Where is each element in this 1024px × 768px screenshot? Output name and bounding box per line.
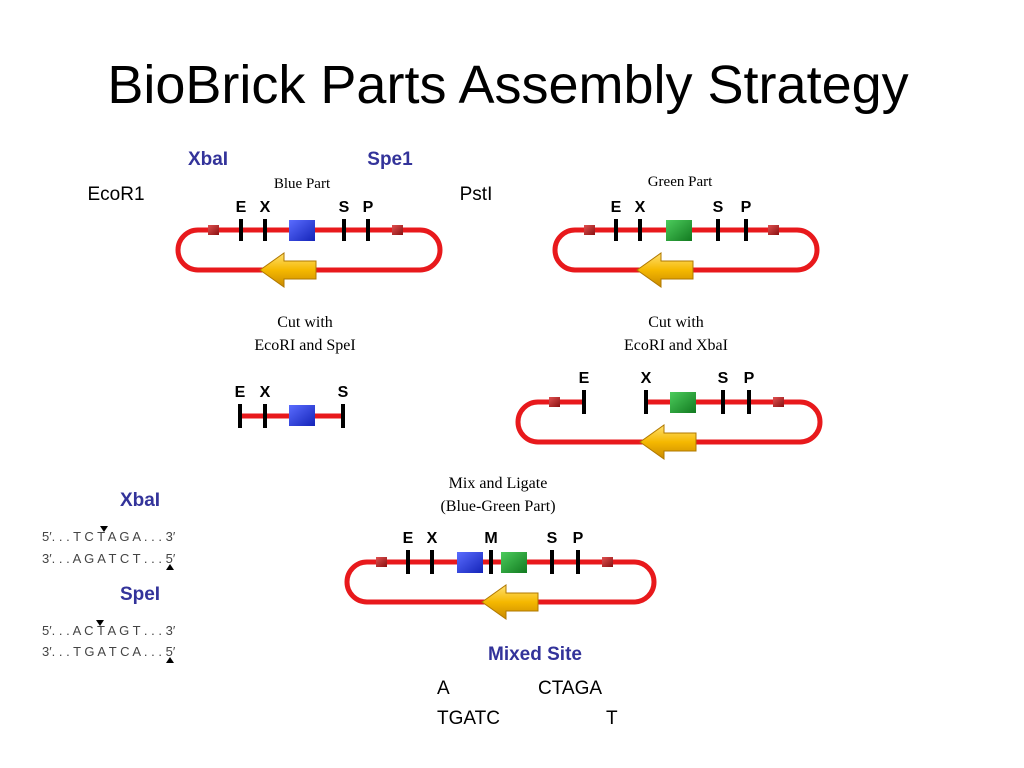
- site-x-label: X: [641, 370, 652, 387]
- green-part-label: Green Part: [648, 174, 713, 190]
- site-p-label: P: [573, 530, 584, 547]
- cut-green-label-line2: EcoRI and XbaI: [624, 337, 728, 354]
- spei-seq-top: 5′. . . A C T A G T . . . 3′: [42, 623, 176, 638]
- blue-part-block: [289, 405, 315, 426]
- site-e-label: E: [236, 199, 247, 216]
- site-x-label: X: [427, 530, 438, 547]
- green-part-plasmid: Green Part E X S P: [552, 174, 820, 288]
- psti-label: PstI: [460, 184, 493, 205]
- blue-fragment: E X S: [235, 384, 349, 428]
- cut-green-label-line1: Cut with: [648, 314, 704, 331]
- blue-part-block: [289, 220, 315, 241]
- site-s-label: S: [338, 384, 349, 401]
- site-e-label: E: [403, 530, 414, 547]
- xbai-seq-top: 5′. . . T C T A G A . . . 3′: [42, 529, 176, 544]
- site-e-label: E: [611, 199, 622, 216]
- direction-arrow-icon: [259, 252, 317, 288]
- site-x-label: X: [260, 384, 271, 401]
- site-s-label: S: [713, 199, 724, 216]
- blue-part-label: Blue Part: [274, 176, 331, 192]
- direction-arrow-icon: [639, 424, 697, 460]
- blue-green-plasmid: E X M S P: [344, 530, 657, 620]
- site-e-label: E: [579, 370, 590, 387]
- cut-blue-label-line1: Cut with: [277, 314, 333, 331]
- site-p-label: P: [363, 199, 374, 216]
- cut-marker-icon: [166, 564, 174, 570]
- ecor1-label: EcoR1: [87, 184, 144, 205]
- site-s-label: S: [718, 370, 729, 387]
- site-x-label: X: [260, 199, 271, 216]
- cut-marker-icon: [96, 620, 104, 626]
- site-x-label: X: [635, 199, 646, 216]
- spei-seq-bottom: 3′. . . T G A T C A . . . 5′: [42, 644, 176, 659]
- site-p-label: P: [741, 199, 752, 216]
- xbai-seq-bottom: 3′. . . A G A T C T . . . 5′: [42, 551, 176, 566]
- blue-part-plasmid: Blue Part E X S P: [175, 176, 443, 288]
- xbai-seq-label: XbaI: [120, 490, 160, 511]
- mixed-site-label: Mixed Site: [488, 644, 582, 665]
- mixed-seq-line2-a: TGATC: [437, 708, 500, 729]
- cut-marker-icon: [100, 526, 108, 532]
- site-e-label: E: [235, 384, 246, 401]
- site-m-label: M: [484, 530, 497, 547]
- spei-seq-label: SpeI: [120, 584, 160, 605]
- site-s-label: S: [339, 199, 350, 216]
- green-part-block: [501, 552, 527, 573]
- mixed-seq-line2-b: T: [606, 708, 618, 729]
- site-s-label: S: [547, 530, 558, 547]
- site-p-label: P: [744, 370, 755, 387]
- cut-marker-icon: [166, 657, 174, 663]
- direction-arrow-icon: [636, 252, 694, 288]
- mixed-seq-line1-a: A: [437, 678, 450, 699]
- mixed-seq-line1-b: CTAGA: [538, 678, 602, 699]
- green-part-block: [666, 220, 692, 241]
- green-part-block: [670, 392, 696, 413]
- spe1-top-label: Spe1: [367, 149, 413, 170]
- xbai-top-label: XbaI: [188, 149, 228, 170]
- blue-part-block: [457, 552, 483, 573]
- mix-ligate-label-line2: (Blue-Green Part): [440, 498, 555, 515]
- slide-title: BioBrick Parts Assembly Strategy: [107, 55, 908, 115]
- mix-ligate-label-line1: Mix and Ligate: [449, 475, 548, 492]
- cut-blue-label-line2: EcoRI and SpeI: [254, 337, 355, 354]
- direction-arrow-icon: [481, 584, 539, 620]
- green-cut-plasmid: E X S P: [515, 370, 823, 460]
